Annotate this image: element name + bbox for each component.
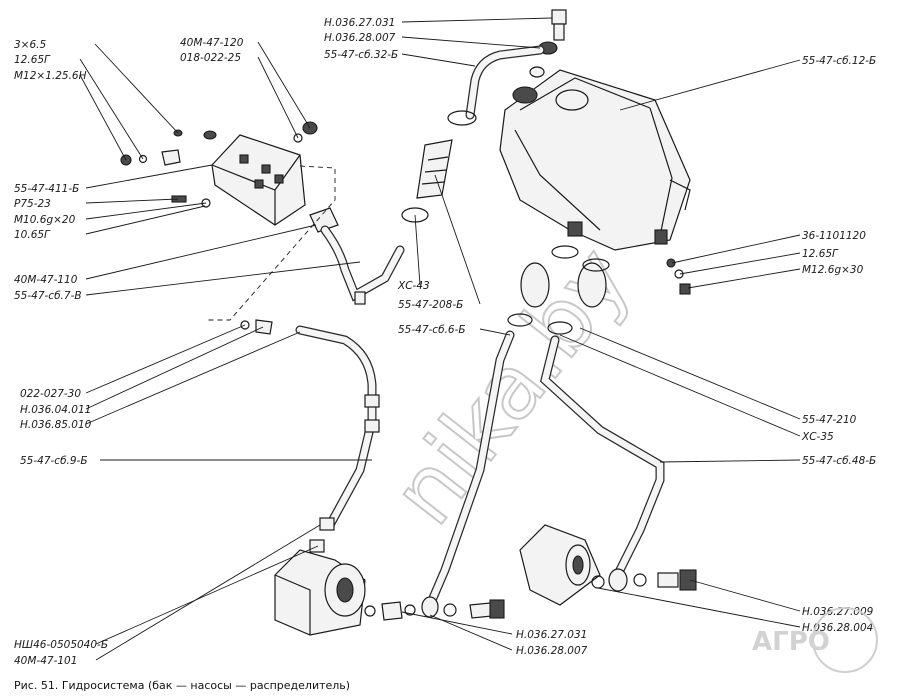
- corner-logo-text: АГРО: [752, 627, 830, 657]
- label-55-47-sb12-b: 55-47-сб.12-Б: [802, 55, 876, 67]
- pressure-hose-left: [240, 319, 380, 553]
- watermark-text: nika.by: [372, 228, 650, 543]
- gear-pump-right: [519, 524, 601, 606]
- dashed-boundary: [205, 165, 336, 321]
- label-n036-28-007-top: Н.036.28.007: [324, 32, 396, 44]
- distributor: [203, 130, 306, 226]
- label-m12-thread: М12×1.25.6Н: [14, 70, 87, 82]
- label-12-65g-b: 12.65Г: [802, 248, 839, 260]
- distributor-pipe: [309, 207, 405, 305]
- label-n036-85-010: Н.036.85.010: [20, 419, 92, 431]
- label-n036-27-031-bottom: Н.036.27.031: [516, 629, 587, 641]
- suction-pipe-left: [425, 262, 550, 610]
- label-10-65g: 10.65Г: [14, 229, 51, 241]
- label-55-47-sb48-b: 55-47-сб.48-Б: [802, 455, 876, 467]
- label-n036-04-011: Н.036.04.011: [20, 404, 91, 416]
- leader-lines: [79, 17, 801, 661]
- figure-caption: Рис. 51. Гидросистема (бак — насосы — ра…: [14, 679, 350, 692]
- label-m12-bolt: М12.6g×30: [802, 264, 864, 276]
- label-m10-bolt: М10.6g×20: [14, 214, 76, 226]
- label-12-65g-a: 12.65Г: [14, 54, 51, 66]
- fitting-group-right: [666, 258, 691, 295]
- label-xc-35: ХС-35: [801, 431, 834, 443]
- label-55-47-sb6-b: 55-47-сб.6-Б: [398, 324, 466, 336]
- gear-pump: [274, 549, 366, 636]
- hose-xc43: [401, 139, 453, 223]
- labels-left: 3×6.5 12.65Г М12×1.25.6Н 40М-47-120 018-…: [14, 37, 244, 667]
- label-n036-28-004: Н.036.28.004: [802, 622, 873, 634]
- label-55-47-208-b: 55-47-208-Б: [398, 299, 463, 311]
- label-55-47-sb7-v: 55-47-сб.7-В: [14, 290, 82, 302]
- label-nsh46-pump: НШ46-0505040-Б: [14, 639, 108, 651]
- label-n036-28-007-bottom: Н.036.28.007: [516, 645, 588, 657]
- label-3x6-5: 3×6.5: [14, 39, 46, 51]
- label-36-1101120: 36-1101120: [802, 230, 866, 242]
- label-40m-47-120: 40М-47-120: [180, 37, 244, 49]
- hydraulic-tank: [499, 66, 691, 251]
- label-r75-23: Р75-23: [14, 198, 51, 210]
- labels-right: 55-47-сб.12-Б 36-1101120 12.65Г М12.6g×3…: [801, 55, 876, 634]
- label-55-47-sb32-b: 55-47-сб.32-Б: [324, 49, 398, 61]
- corner-logo: АГРО: [752, 607, 878, 673]
- label-55-47-sb9-b: 55-47-сб.9-Б: [20, 455, 88, 467]
- label-018-022-25: 018-022-25: [180, 52, 241, 64]
- label-xc-43: ХС-43: [397, 280, 430, 292]
- label-n036-27-031-top: Н.036.27.031: [324, 17, 395, 29]
- label-022-027-30: 022-027-30: [20, 388, 81, 400]
- label-40m-47-101: 40М-47-101: [14, 655, 77, 667]
- suction-pipe-right: [539, 245, 665, 585]
- labels-center: Н.036.27.031 Н.036.28.007 55-47-сб.32-Б …: [324, 17, 588, 657]
- label-40m-47-110: 40М-47-110: [14, 274, 78, 286]
- label-55-47-210: 55-47-210: [802, 414, 857, 426]
- label-55-47-411-b: 55-47-411-Б: [14, 183, 79, 195]
- tank-supply-pipe: [447, 45, 545, 126]
- fitting-group-bottom: [364, 568, 697, 621]
